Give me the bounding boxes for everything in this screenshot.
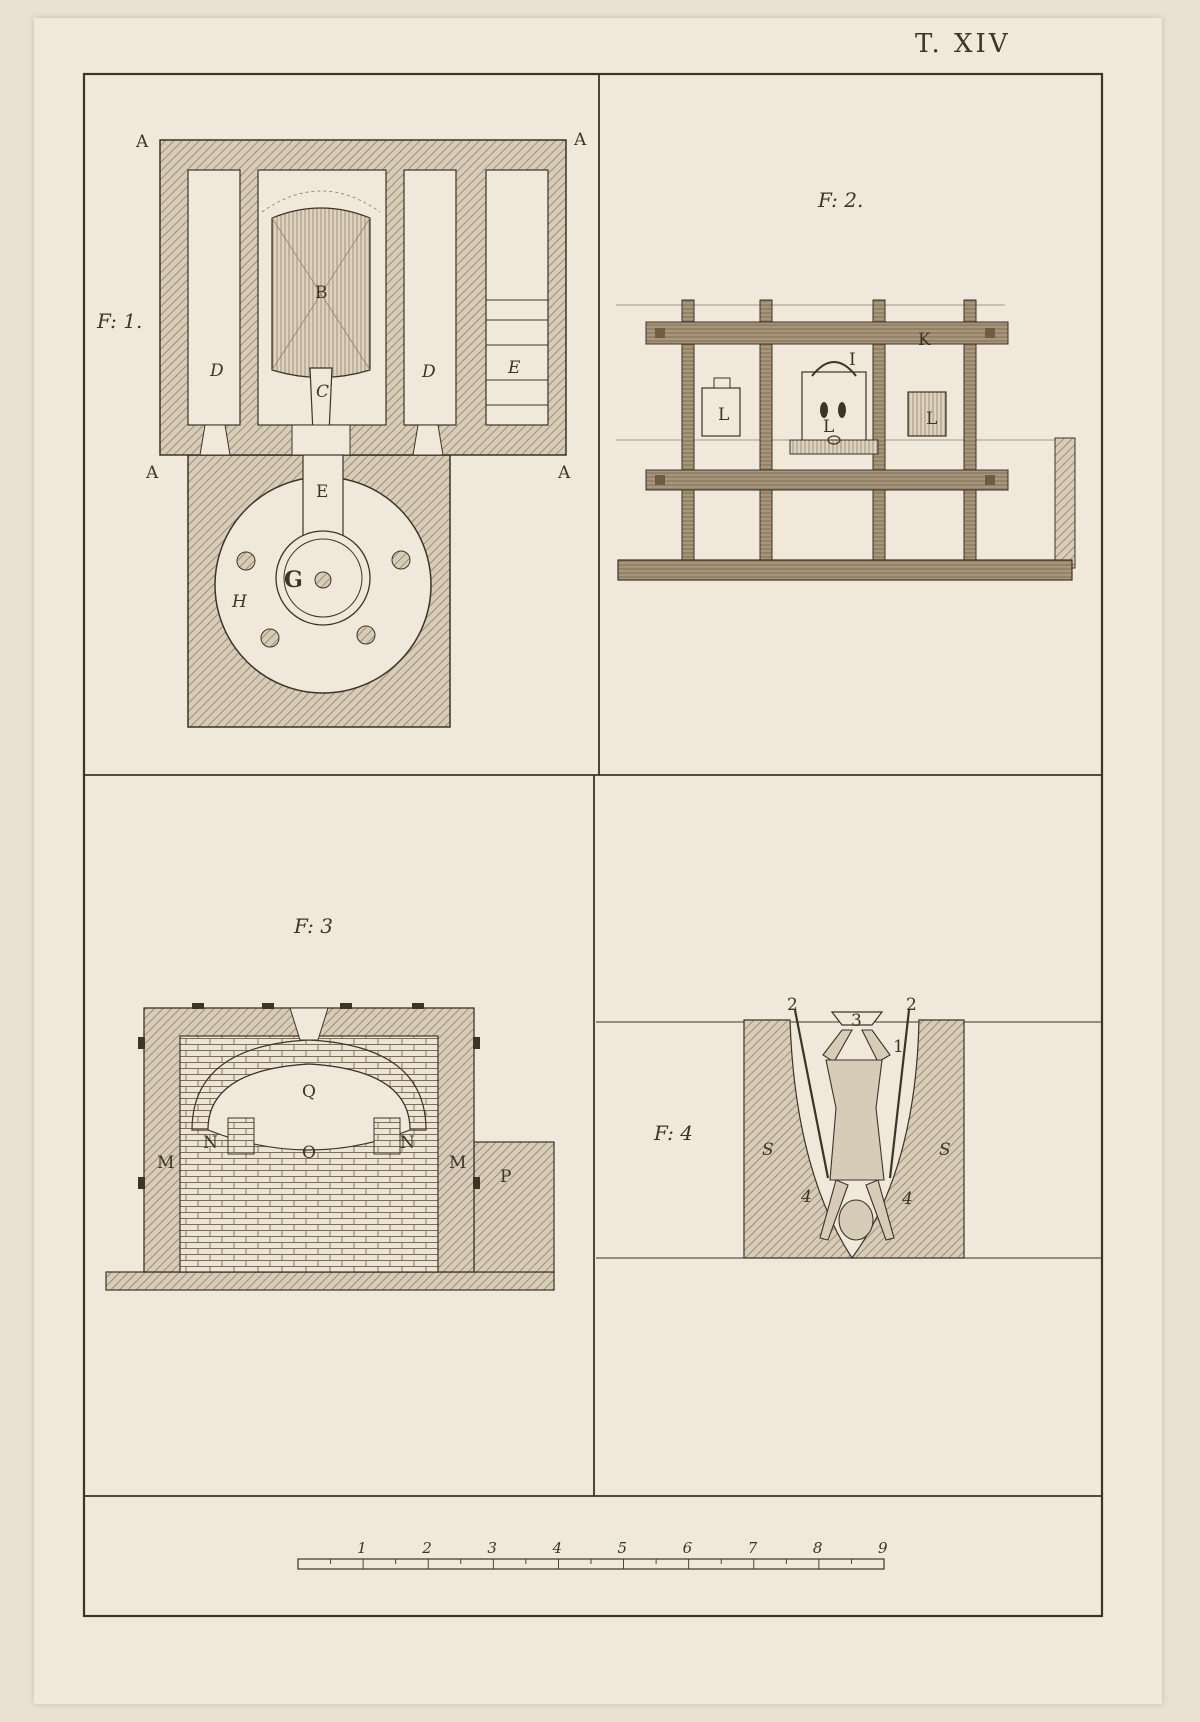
- scale-mark-label: 2: [421, 1539, 432, 1557]
- fig2-label-i: I: [849, 350, 856, 370]
- fig4-label-s-left: S: [762, 1140, 774, 1160]
- scale-mark-label: 7: [748, 1539, 758, 1557]
- scale-mark-label: 4: [551, 1539, 562, 1557]
- fig1-label-c: C: [316, 382, 329, 402]
- fig3-label-m-left: M: [157, 1153, 174, 1173]
- fig3-label-n-left: N: [203, 1133, 218, 1153]
- fig3-label-p: P: [500, 1167, 511, 1187]
- fig4-label-2-right: 2: [906, 995, 917, 1015]
- fig1-label-e-store: E: [507, 358, 521, 378]
- fig1-label-d-right: D: [421, 362, 436, 382]
- fig1-label-d-left: D: [209, 361, 224, 381]
- figure-2-timber-frame: F: 2. K I L L L: [616, 188, 1076, 581]
- fig1-label-b: B: [315, 283, 328, 303]
- fig4-label-s-right: S: [939, 1140, 951, 1160]
- fig4-label-1: 1: [893, 1037, 904, 1057]
- fig3-label-q: Q: [302, 1082, 316, 1102]
- scale-mark-label: 8: [813, 1539, 823, 1557]
- plate-number: T. XIV: [915, 29, 1011, 59]
- fig3-label-n-right: N: [400, 1133, 415, 1153]
- scale-bar: 1 2 3 4 5 6 7 8 9: [297, 1539, 888, 1570]
- scale-mark-label: 9: [878, 1539, 888, 1557]
- fig3-title: F: 3: [293, 914, 333, 938]
- fig1-label-a-top-right: A: [573, 130, 587, 150]
- plate-frame: [82, 72, 1104, 1618]
- fig4-label-4-left: 4: [800, 1187, 812, 1207]
- fig2-label-l-left: L: [718, 405, 729, 425]
- fig4-title: F: 4: [653, 1121, 693, 1145]
- scale-mark-label: 6: [683, 1539, 693, 1557]
- fig1-label-e-flue: E: [316, 482, 328, 502]
- fig4-label-4-right: 4: [901, 1189, 913, 1209]
- fig2-label-l-center: L: [823, 417, 834, 437]
- fig3-label-o: O: [302, 1143, 316, 1163]
- scale-mark-label: 1: [357, 1539, 367, 1557]
- figure-4-shaft: F: 4 2 2 3 1 S S 4 4: [596, 995, 1102, 1259]
- fig2-label-k: K: [918, 330, 931, 350]
- fig2-title: F: 2.: [817, 188, 863, 212]
- fig1-label-a-top-left: A: [135, 132, 149, 152]
- scale-mark-label: 5: [618, 1539, 628, 1557]
- fig1-label-a-bottom-left: A: [145, 463, 159, 483]
- fig2-label-l-right: L: [926, 409, 937, 429]
- fig4-label-3: 3: [851, 1011, 862, 1031]
- fig1-title: F: 1.: [96, 309, 142, 333]
- figure-1-furnace-plan: F: 1. A A A A B C D D E E G H: [96, 130, 587, 728]
- figure-3-brick-furnace: F: 3 Q O N N M M P: [105, 914, 555, 1291]
- fig4-label-2-left: 2: [787, 995, 798, 1015]
- scale-mark-label: 3: [487, 1539, 497, 1557]
- fig1-label-a-bottom-right: A: [557, 463, 571, 483]
- fig1-label-g: G: [284, 567, 303, 593]
- fig3-label-m-right: M: [449, 1153, 466, 1173]
- fig1-label-h: H: [231, 592, 248, 612]
